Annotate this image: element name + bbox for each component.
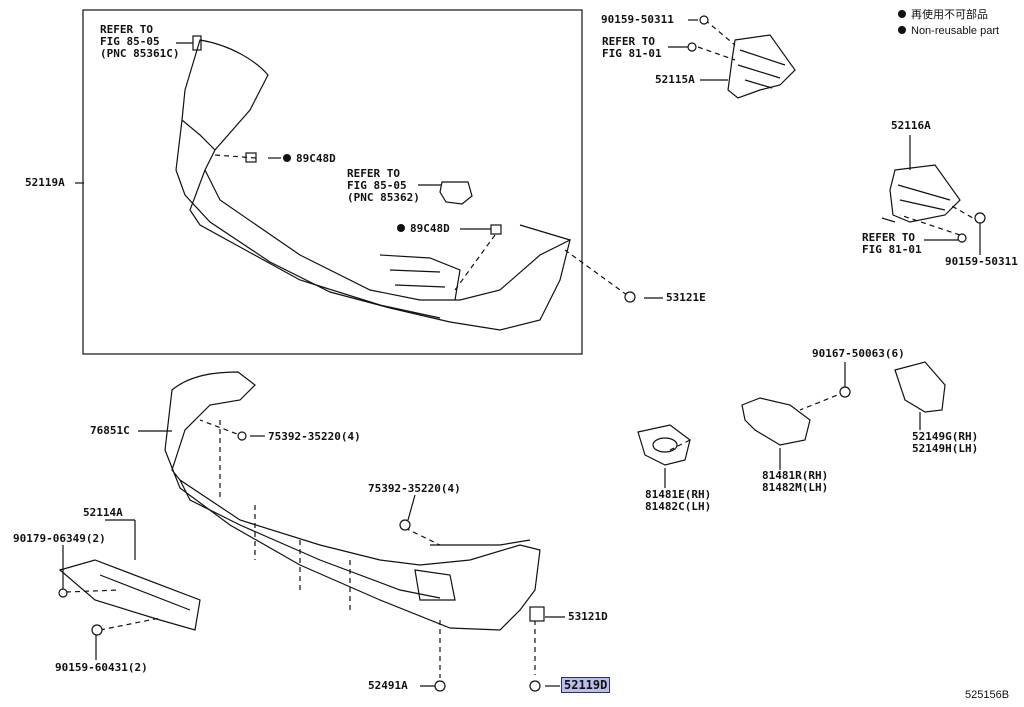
part-label-76851c[interactable]: 76851C	[90, 424, 130, 437]
bracket-52116a-shape	[889, 164, 961, 223]
part-label-90179-06349[interactable]: 90179-06349(2)	[13, 532, 106, 545]
legend-item-jp: 再使用不可部品	[898, 8, 988, 22]
part-label-90159-60431[interactable]: 90159-60431(2)	[55, 661, 148, 674]
part-label-75392-a[interactable]: 75392-35220(4)	[268, 430, 361, 443]
clip-89c48d-b	[490, 224, 502, 235]
part-label-90167-50063[interactable]: 90167-50063(6)	[812, 347, 905, 360]
part-label-53121e[interactable]: 53121E	[666, 291, 706, 304]
part-label-90159-50311-a[interactable]: 90159-50311	[601, 13, 674, 26]
part-label-52119d-selected[interactable]: 52119D	[561, 677, 611, 693]
part-label-52491a[interactable]: 52491A	[368, 679, 408, 692]
fog-cover-shape	[637, 424, 691, 466]
part-label-53121d[interactable]: 53121D	[568, 610, 608, 623]
bracket-52115a-shape	[727, 34, 796, 99]
part-label-52114a[interactable]: 52114A	[83, 506, 123, 519]
refer-label-81-01-b[interactable]: REFER TO FIG 81-01	[862, 231, 922, 256]
part-label-89c48d-a[interactable]: 89C48D	[283, 153, 336, 165]
part-label-52149g[interactable]: 52149G(RH) 52149H(LH)	[912, 430, 979, 455]
non-reusable-icon	[283, 154, 291, 162]
part-label-52116a[interactable]: 52116A	[891, 119, 931, 132]
part-label-81481e[interactable]: 81481E(RH) 81482C(LH)	[645, 488, 712, 513]
non-reusable-icon	[397, 224, 405, 232]
bullet-icon	[898, 10, 906, 18]
bracket-81481r-shape	[741, 397, 811, 446]
refer-label-85361c[interactable]: REFER TO FIG 85-05 (PNC 85361C)	[100, 23, 180, 60]
detail-frame	[82, 9, 583, 355]
part-label-81481r[interactable]: 81481R(RH) 81482M(LH)	[762, 469, 829, 494]
legend-item-en: Non-reusable part	[898, 24, 999, 38]
seal-52149g-shape	[894, 361, 946, 413]
refer-label-81-01-a[interactable]: REFER TO FIG 81-01	[602, 35, 662, 60]
clip-85361c	[192, 35, 202, 51]
bumper-cover-shape	[58, 371, 541, 631]
license-plate-bracket-shape	[58, 559, 201, 631]
bullet-icon	[898, 26, 906, 34]
bracket-85362	[439, 181, 473, 205]
bumper-reinforcement-shape	[175, 39, 571, 331]
figure-number: 525156B	[965, 689, 1010, 701]
part-label-89c48d-b[interactable]: 89C48D	[397, 223, 450, 235]
refer-label-85362[interactable]: REFER TO FIG 85-05 (PNC 85362)	[347, 167, 420, 204]
part-label-52119a[interactable]: 52119A	[25, 176, 65, 189]
part-label-90159-50311-b[interactable]: 90159-50311	[945, 255, 1018, 268]
part-label-75392-b[interactable]: 75392-35220(4)	[368, 482, 461, 495]
assembly-guides	[65, 19, 981, 678]
part-label-52115a[interactable]: 52115A	[655, 73, 695, 86]
